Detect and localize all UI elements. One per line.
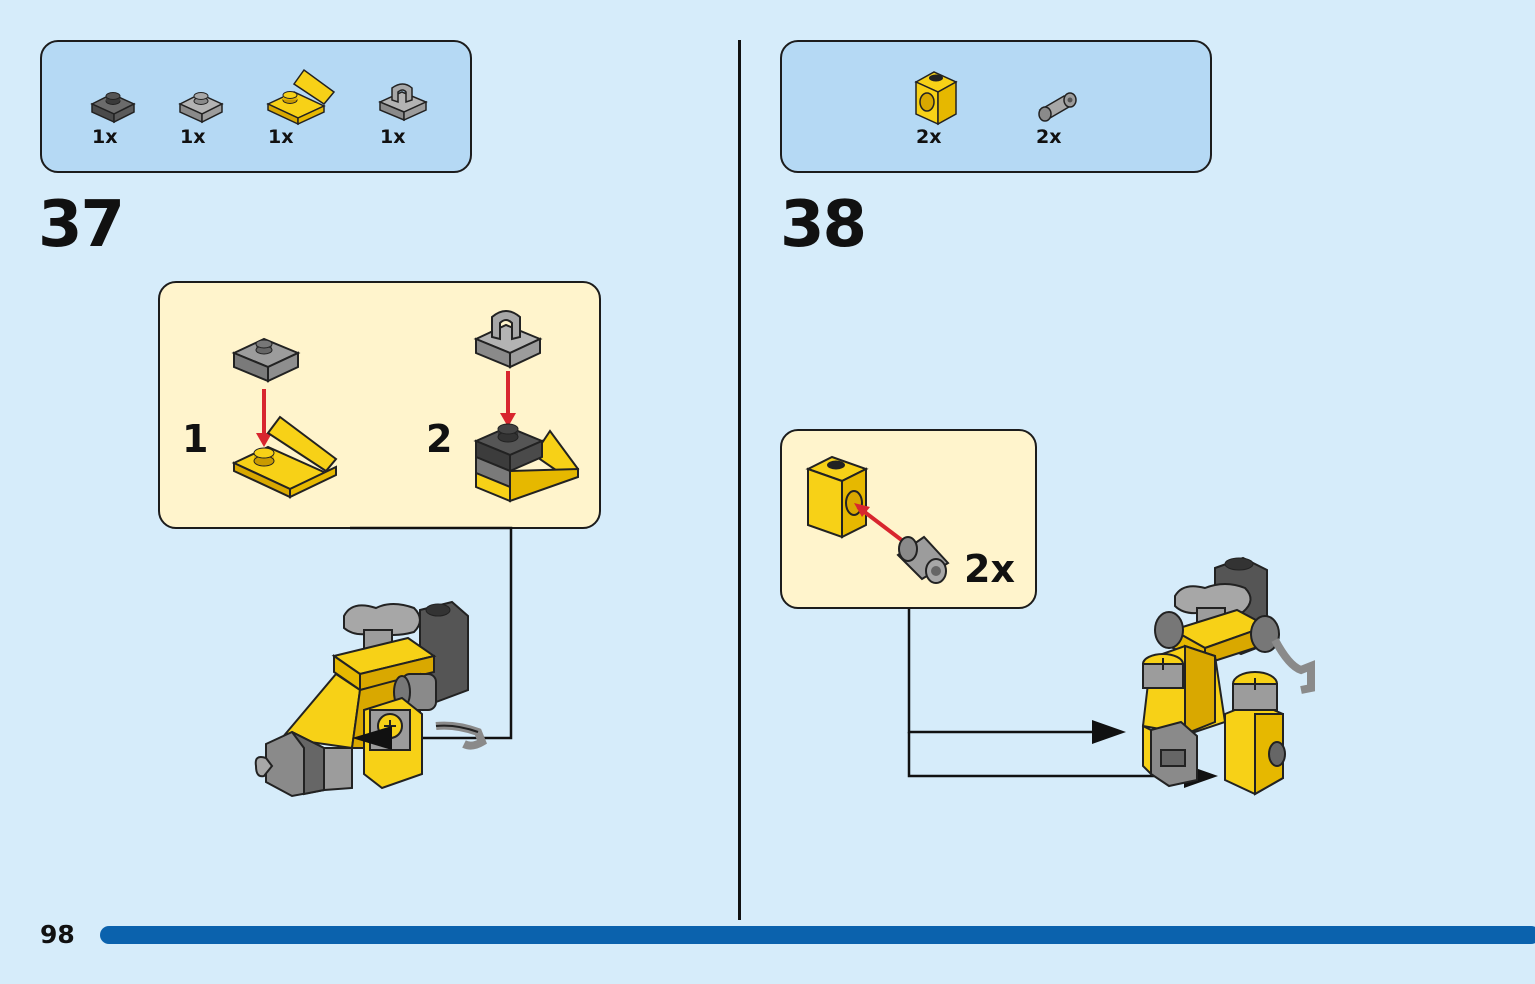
progress-bar xyxy=(100,926,1535,944)
substep-number: 2 xyxy=(426,417,453,461)
gray-pin-connector-icon xyxy=(1038,92,1077,122)
part-qty: 1x xyxy=(380,126,406,148)
step-number-37: 37 xyxy=(38,188,125,262)
callout-38-illustration xyxy=(805,455,950,584)
page-divider xyxy=(738,40,741,920)
yellow-technic-brick-icon xyxy=(914,71,958,126)
parts-list-step-38: 2x 2x xyxy=(780,40,1212,173)
substep-number: 1 xyxy=(182,417,209,461)
substep-1-illustration xyxy=(231,337,338,499)
parts-list-step-37: 1x 1x 1x 1x xyxy=(40,40,472,173)
step-38-model-illustration xyxy=(1141,556,1315,796)
callout-qty: 2x xyxy=(964,547,1015,591)
substep-2-illustration xyxy=(473,310,580,503)
page-number: 98 xyxy=(40,920,75,949)
gray-clip-plate-icon xyxy=(378,83,428,122)
subassembly-callout-37: 1 2 xyxy=(158,281,601,529)
step-number-38: 38 xyxy=(780,188,867,262)
part-qty: 1x xyxy=(268,126,294,148)
dark-gray-plate-1x1-icon xyxy=(90,92,136,124)
subassembly-callout-38: 2x xyxy=(780,429,1037,609)
step-37-model-illustration xyxy=(254,600,487,798)
part-qty: 1x xyxy=(180,126,206,148)
part-qty: 2x xyxy=(1036,126,1062,148)
part-qty: 2x xyxy=(916,126,942,148)
yellow-bracket-plate-icon xyxy=(266,68,336,126)
gray-plate-1x1-icon xyxy=(178,92,224,124)
part-qty: 1x xyxy=(92,126,118,148)
